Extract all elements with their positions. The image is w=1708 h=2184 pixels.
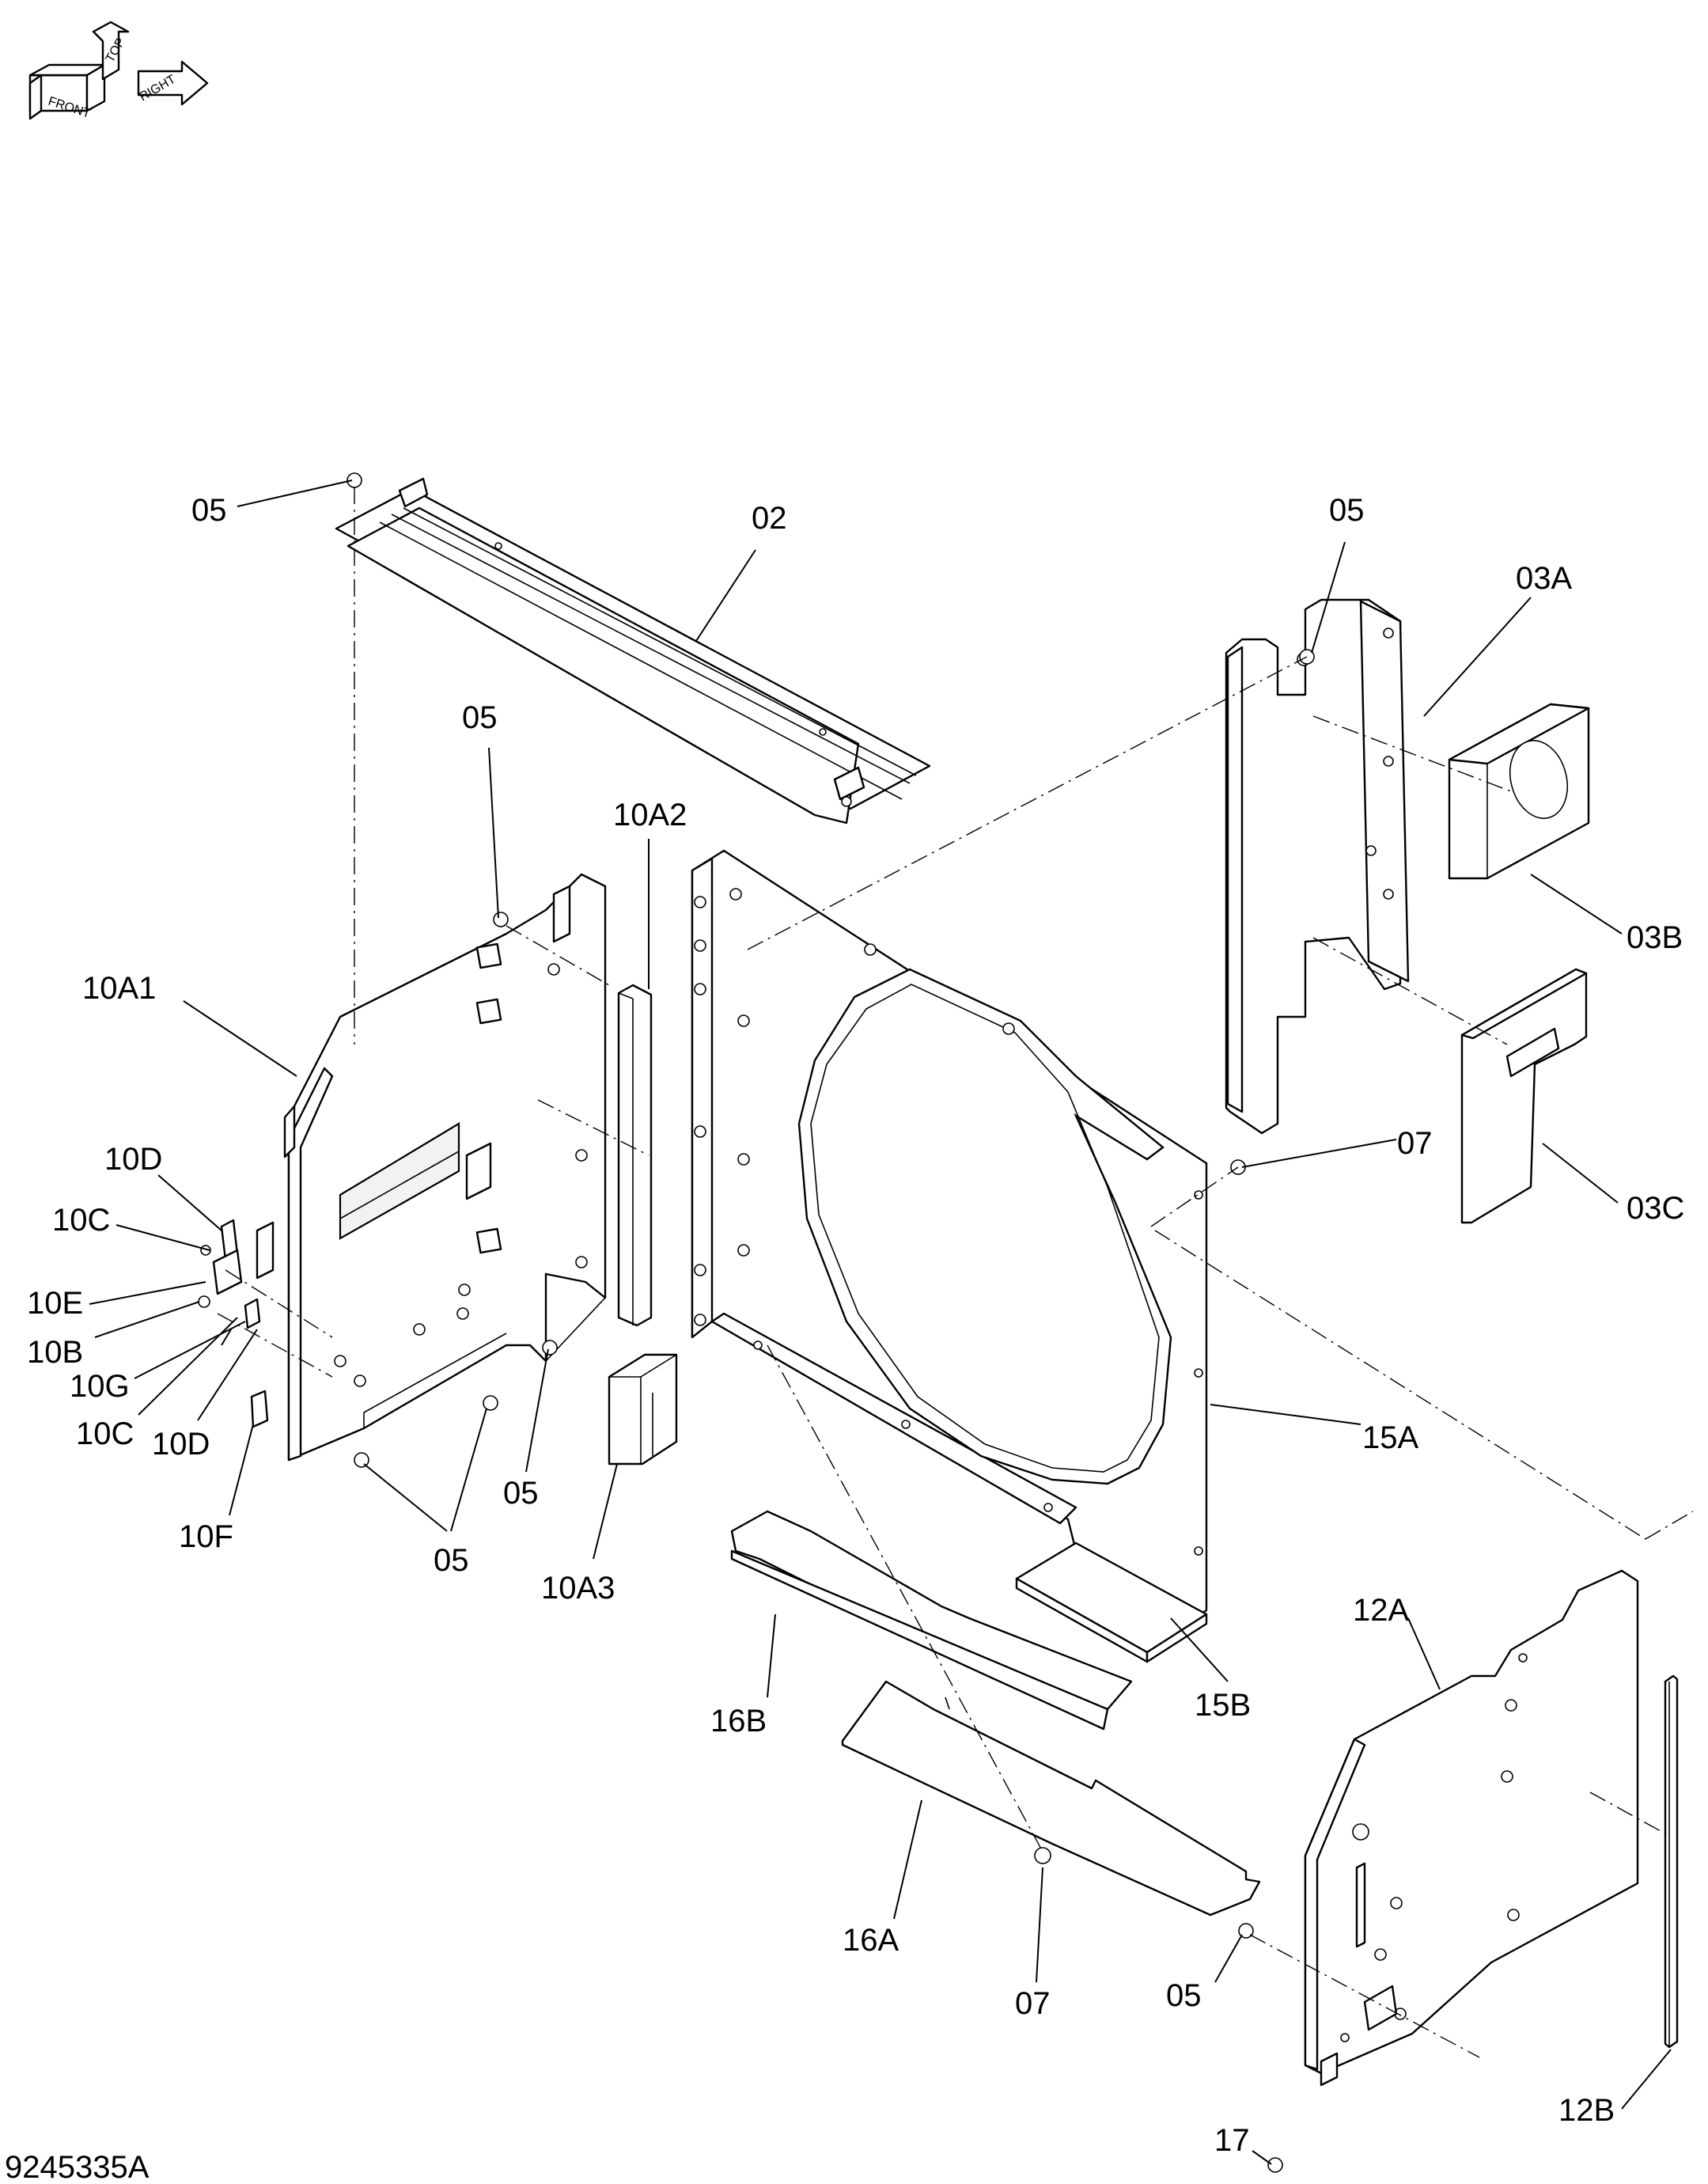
part-12A-right-panel [1304,1569,1639,2087]
part-16A-lower-plate [841,1680,1261,1917]
part-03A-right-bracket [1225,598,1410,1135]
part-15A-fan-shroud [691,849,1208,1622]
callout-05: 05 [462,700,498,735]
part-03C-foam-l-block [1460,968,1588,1224]
callout-05: 05 [503,1476,539,1511]
callout-10E: 10E [27,1286,83,1321]
callout-05: 05 [1166,1978,1202,2013]
drawing-number: 9245335A [5,2150,150,2184]
callout-12B: 12B [1558,2093,1615,2128]
part-10A3-block-seal [608,1353,678,1465]
callout-15B: 15B [1195,1688,1251,1723]
callout-10D: 10D [104,1142,162,1177]
callout-10C: 10C [52,1203,110,1238]
part-12B-vertical-strip [1664,1674,1679,2049]
part-15B-shroud-pad [1015,1541,1208,1663]
callout-labels: 05 02 05 03A 05 10A2 03B 10A1 10D 07 10C… [27,493,1684,2158]
callout-05: 05 [191,493,227,528]
callout-02: 02 [752,501,787,536]
callout-10F: 10F [179,1519,233,1554]
callout-03C: 03C [1627,1191,1684,1226]
callout-03A: 03A [1516,561,1572,596]
part-10A1-left-panel [283,873,607,1462]
part-03B-foam-block [1448,703,1590,880]
hardware [198,472,1315,2173]
callout-12A: 12A [1353,1593,1409,1628]
callout-10G: 10G [70,1369,130,1404]
part-16B-lower-seal [730,1510,1133,1731]
callout-10A3: 10A3 [541,1571,615,1606]
callout-10B: 10B [27,1335,83,1370]
callout-10D: 10D [152,1427,210,1462]
orientation-icon: FRONT TOP RIGHT [28,21,209,121]
assembly-lines [217,487,1694,2058]
callout-17: 17 [1214,2123,1250,2158]
callout-10A1: 10A1 [82,971,156,1006]
callout-16B: 16B [710,1704,767,1738]
leader-lines [89,480,1672,2165]
callout-07: 07 [1397,1126,1433,1161]
callout-07: 07 [1015,1986,1051,2021]
callout-15A: 15A [1362,1420,1418,1455]
callout-05: 05 [434,1543,469,1578]
callout-10A2: 10A2 [613,798,687,832]
part-02-top-channel [335,477,931,825]
callout-10C: 10C [76,1416,134,1451]
callout-16A: 16A [843,1923,899,1958]
callout-05: 05 [1329,493,1365,528]
callout-03B: 03B [1627,920,1683,955]
part-10A2-seal-strip [617,984,653,1327]
